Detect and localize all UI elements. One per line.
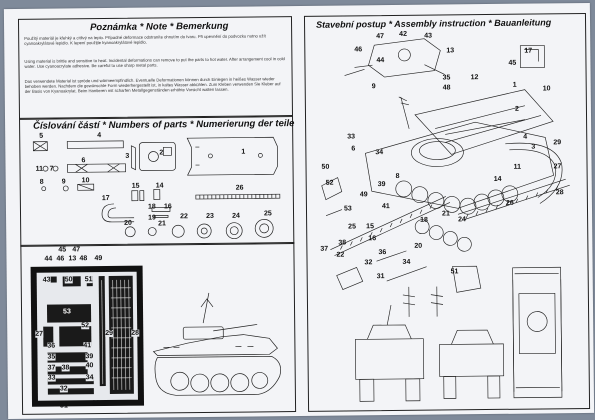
assembly-label-14: 14 <box>493 175 502 183</box>
assembly-label-32: 32 <box>364 259 373 267</box>
parts-drawings <box>32 136 281 240</box>
assembly-label-13: 13 <box>446 47 455 55</box>
assembly-label-18: 18 <box>420 216 428 224</box>
assembly-label-9: 9 <box>371 83 376 91</box>
assembly-label-41: 41 <box>381 203 390 211</box>
assembly-label-48: 48 <box>442 84 451 92</box>
assembly-label-33: 33 <box>347 133 356 141</box>
assembly-label-47: 47 <box>376 33 385 41</box>
assembly-drawing <box>321 38 570 402</box>
assembly-label-39: 39 <box>377 181 386 189</box>
assembly-label-52: 52 <box>325 179 334 187</box>
assembly-label-11: 11 <box>513 163 521 171</box>
assembly-label-21: 21 <box>442 210 450 218</box>
assembly-label-29: 29 <box>553 139 562 147</box>
assembly-label-53: 53 <box>343 205 352 213</box>
assembly-label-49: 49 <box>359 191 368 199</box>
assembly-label-25: 25 <box>348 223 357 231</box>
assembly-label-26: 26 <box>505 199 514 207</box>
assembly-label-50: 50 <box>321 163 330 171</box>
assembly-label-34: 34 <box>375 149 384 157</box>
assembly-label-20: 20 <box>414 242 423 250</box>
assembly-label-22: 22 <box>336 251 345 259</box>
assembly-label-10: 10 <box>542 85 551 93</box>
assembly-label-34b: 34 <box>402 258 411 266</box>
assembly-label-42: 42 <box>399 30 407 38</box>
assembly-label-31: 31 <box>376 273 385 281</box>
assembly-label-6: 6 <box>351 145 356 153</box>
assembly-label-51: 51 <box>450 268 459 276</box>
assembly-label-27: 27 <box>553 163 562 171</box>
assembly-label-17: 17 <box>524 47 533 55</box>
assembly-label-46: 46 <box>354 46 363 54</box>
assembly-label-3: 3 <box>531 143 536 151</box>
assembly-label-4: 4 <box>523 133 528 141</box>
assembly-label-45: 45 <box>508 59 517 67</box>
assembly-label-12: 12 <box>470 74 479 82</box>
assembly-label-15: 15 <box>366 223 375 231</box>
assembly-label-28: 28 <box>555 189 564 197</box>
assembly-label-36: 36 <box>378 249 387 257</box>
assembly-label-43: 43 <box>424 32 433 40</box>
instruction-sheet: Poznámka * Note * Bemerkung Použitý mate… <box>3 2 595 420</box>
assembly-label-24: 24 <box>458 216 466 224</box>
assembly-label-8: 8 <box>395 172 400 180</box>
assembly-label-38: 38 <box>338 239 347 247</box>
assembly-label-37: 37 <box>320 245 329 253</box>
assembly-label-2: 2 <box>514 105 519 113</box>
assembly-label-1: 1 <box>512 81 517 89</box>
assembly-label-16: 16 <box>368 235 377 243</box>
assembly-label-35: 35 <box>442 74 451 82</box>
assembly-label-44: 44 <box>376 57 385 65</box>
fret-parts-drawing <box>43 275 282 396</box>
